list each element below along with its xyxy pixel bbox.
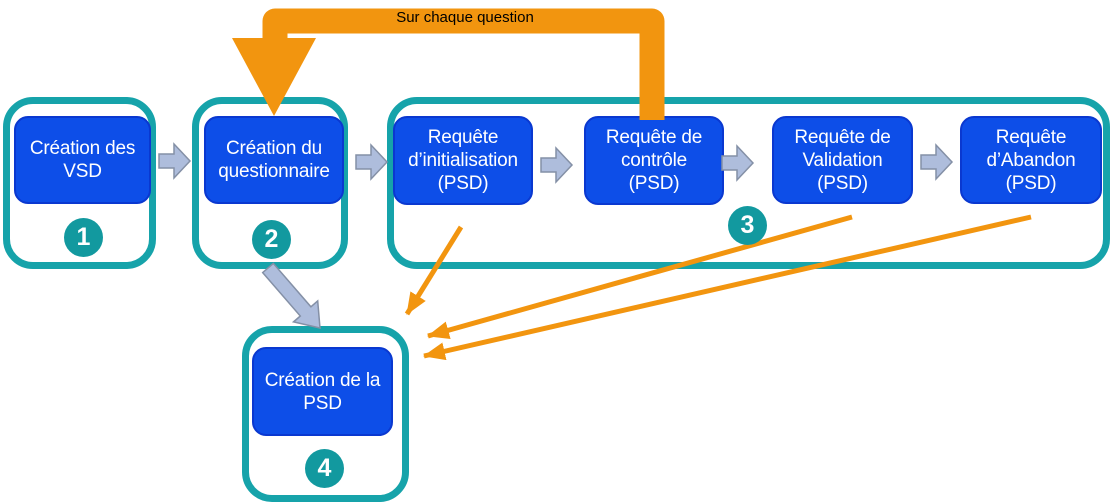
step-number-1: 1: [64, 218, 103, 257]
step-4-container: [242, 326, 409, 502]
box-creation-questionnaire: Création du questionnaire: [204, 116, 344, 204]
flow-arrow-1-2: [158, 142, 192, 180]
flow-arrow-2-3: [355, 143, 389, 181]
box-creation-psd: Création de la PSD: [252, 347, 393, 436]
step-number-4: 4: [305, 449, 344, 488]
box-requete-initialisation: Requête d’initialisation (PSD): [393, 116, 533, 205]
box-requete-validation: Requête de Validation (PSD): [772, 116, 913, 204]
step-number-2: 2: [252, 220, 291, 259]
box-creation-vsd: Création des VSD: [14, 116, 151, 204]
box-requete-abandon: Requête d’Abandon (PSD): [960, 116, 1102, 204]
flow-arrow-2-4: [261, 262, 321, 329]
step-1-container: [3, 97, 156, 269]
box-requete-controle: Requête de contrôle (PSD): [584, 116, 724, 205]
step-number-3: 3: [728, 206, 767, 245]
loop-label: Sur chaque question: [396, 9, 534, 26]
